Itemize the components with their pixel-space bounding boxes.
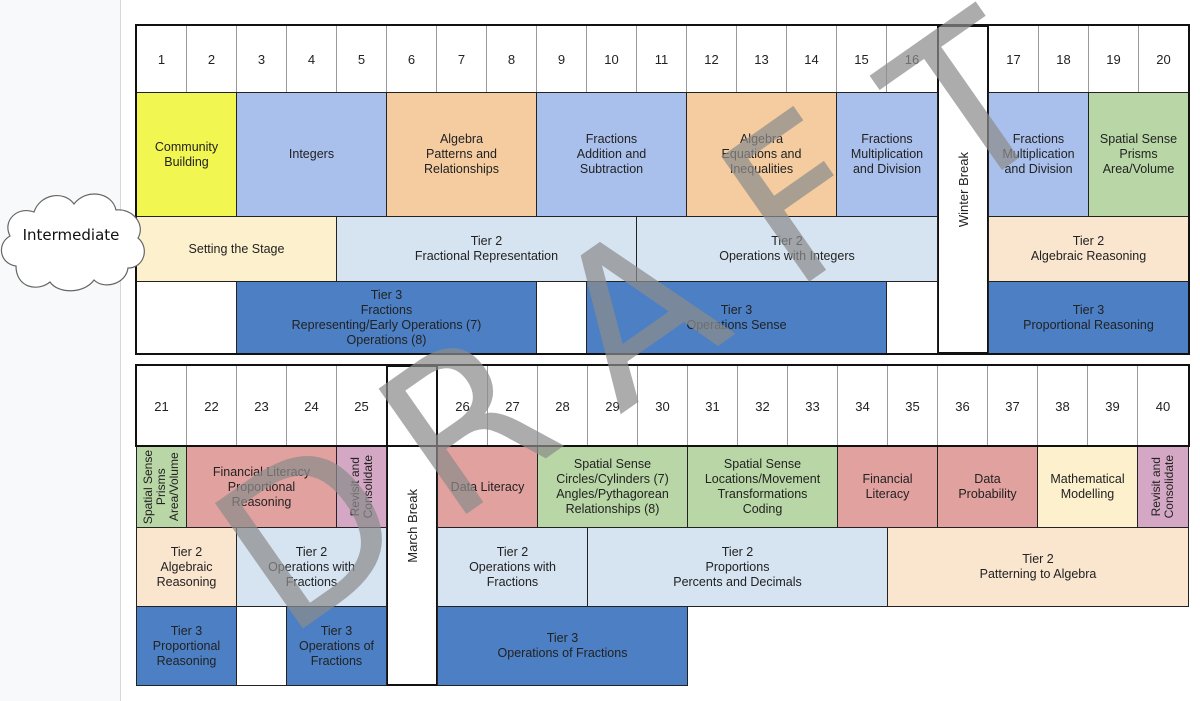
unit-spatial-sense-locations: Spatial Sense Locations/Movement Transfo… (687, 446, 838, 528)
unit-data-literacy: Data Literacy (437, 446, 538, 528)
unit-label: Spatial Sense Prisms Area/Volume (141, 449, 181, 525)
tier2-operations-fractions-2: Tier 2 Operations with Fractions (437, 527, 588, 607)
week-number: 30 (637, 365, 688, 447)
winter-break-label: Winter Break (955, 151, 971, 228)
tier3-operations-of-fractions-2: Tier 3 Operations of Fractions (437, 606, 688, 686)
left-panel (0, 0, 121, 701)
tier2-proportions: Tier 2 Proportions Percents and Decimals (587, 527, 888, 607)
tier2-setting-the-stage: Setting the Stage (136, 216, 337, 282)
week-number: 32 (737, 365, 788, 447)
unit-fractions-multiplication: Fractions Multiplication and Division (836, 92, 938, 217)
unit-mathematical-modelling: Mathematical Modelling (1037, 446, 1138, 528)
empty-cell (536, 281, 587, 354)
week-number: 20 (1138, 25, 1189, 93)
week-number: 40 (1137, 365, 1189, 447)
week-number: 9 (536, 25, 587, 93)
week-number: 39 (1087, 365, 1138, 447)
week-number: 28 (537, 365, 588, 447)
unit-financial-literacy: Financial Literacy (837, 446, 938, 528)
week-number: 6 (386, 25, 437, 93)
week-number: 25 (336, 365, 387, 447)
unit-revisit-consolidate: Revisit and Consolidate (336, 446, 387, 528)
unit-revisit-consolidate-2: Revisit and Consolidate (1137, 446, 1189, 528)
week-number: 10 (586, 25, 637, 93)
week-number: 33 (787, 365, 838, 447)
unit-spatial-sense-prisms: Spatial Sense Prisms Area/Volume (1088, 92, 1189, 217)
week-number: 26 (437, 365, 488, 447)
week-number: 21 (136, 365, 187, 447)
winter-break-column: Winter Break (937, 25, 989, 354)
week-number: 15 (836, 25, 887, 93)
week-number: 34 (837, 365, 888, 447)
week-number: 29 (587, 365, 638, 447)
tier2-algebraic-reasoning: Tier 2 Algebraic Reasoning (136, 527, 237, 607)
week-number: 23 (236, 365, 287, 447)
tier2-patterning-to-algebra: Tier 2 Patterning to Algebra (887, 527, 1189, 607)
empty-cell (236, 606, 287, 686)
week-number: 13 (736, 25, 787, 93)
march-break-column: March Break (386, 365, 438, 686)
unit-spatial-sense-circles: Spatial Sense Circles/Cylinders (7) Angl… (537, 446, 688, 528)
week-number: 24 (286, 365, 337, 447)
unit-label: Revisit and Consolidate (347, 455, 375, 519)
week-number: 11 (636, 25, 687, 93)
week-number: 31 (687, 365, 738, 447)
week-number: 16 (886, 25, 938, 93)
unit-algebra-patterns: Algebra Patterns and Relationships (386, 92, 537, 217)
empty-cell (886, 281, 938, 354)
week-number: 22 (186, 365, 237, 447)
week-number: 17 (988, 25, 1039, 93)
week-number: 18 (1038, 25, 1089, 93)
week-number: 37 (987, 365, 1038, 447)
tier3-proportional-reasoning: Tier 3 Proportional Reasoning (988, 281, 1189, 354)
unit-community-building: Community Building (136, 92, 237, 217)
week-number: 3 (236, 25, 287, 93)
tier2-operations-fractions: Tier 2 Operations with Fractions (236, 527, 387, 607)
tier2-fractional-representation: Tier 2 Fractional Representation (336, 216, 637, 282)
unit-spatial-sense-prisms: Spatial Sense Prisms Area/Volume (136, 446, 187, 528)
march-break-label: March Break (404, 488, 420, 563)
unit-fractions-multiplication-2: Fractions Multiplication and Division (988, 92, 1089, 217)
unit-financial-literacy-proportional: Financial Literacy Proportional Reasonin… (186, 446, 337, 528)
tier3-operations-sense: Tier 3 Operations Sense (586, 281, 887, 354)
tier3-operations-of-fractions: Tier 3 Operations of Fractions (286, 606, 387, 686)
week-number: 8 (486, 25, 537, 93)
week-number: 1 (136, 25, 187, 93)
cloud-label: Intermediate (22, 226, 120, 244)
unit-integers: Integers (236, 92, 387, 217)
unit-algebra-equations: Algebra Equations and Inequalities (686, 92, 837, 217)
unit-fractions-addition: Fractions Addition and Subtraction (536, 92, 687, 217)
week-number: 36 (937, 365, 988, 447)
week-number: 19 (1088, 25, 1139, 93)
cloud-badge (0, 193, 145, 292)
week-number: 4 (286, 25, 337, 93)
week-number: 12 (686, 25, 737, 93)
tier2-algebraic-reasoning: Tier 2 Algebraic Reasoning (988, 216, 1189, 282)
week-number: 38 (1037, 365, 1088, 447)
tier3-proportional-reasoning: Tier 3 Proportional Reasoning (136, 606, 237, 686)
tier3-fractions: Tier 3 Fractions Representing/Early Oper… (236, 281, 537, 354)
week-number: 2 (186, 25, 237, 93)
week-number: 5 (336, 25, 387, 93)
week-number: 27 (487, 365, 538, 447)
week-number: 7 (436, 25, 487, 93)
week-number: 14 (786, 25, 837, 93)
unit-data-probability: Data Probability (937, 446, 1038, 528)
empty-cell (136, 281, 237, 354)
tier2-operations-integers: Tier 2 Operations with Integers (636, 216, 938, 282)
week-number: 35 (887, 365, 938, 447)
unit-label: Revisit and Consolidate (1149, 455, 1176, 519)
